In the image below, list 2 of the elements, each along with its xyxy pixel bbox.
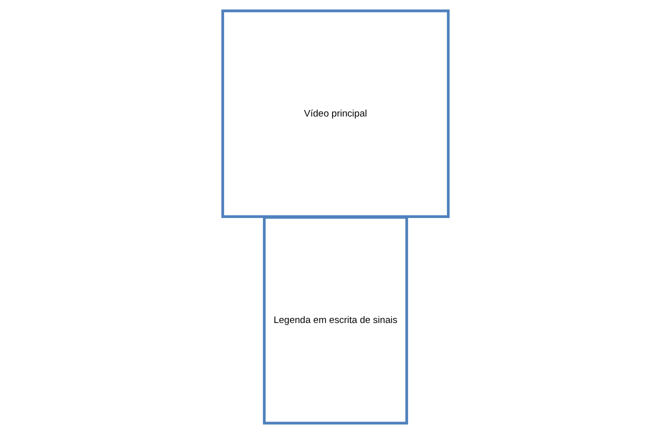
- node-box: Legenda em escrita de sinais: [262, 216, 408, 424]
- node-box: Vídeo principal: [221, 10, 450, 218]
